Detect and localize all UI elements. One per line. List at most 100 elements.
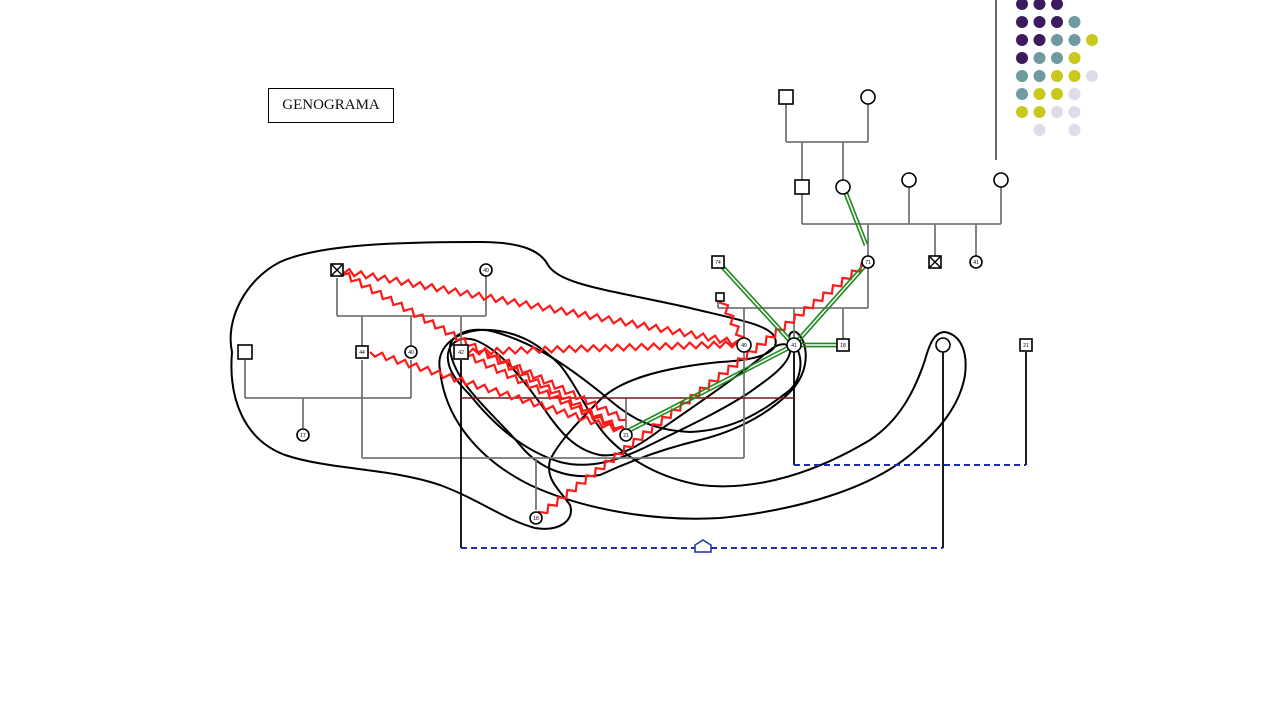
close-relation-line (840, 186, 866, 246)
decor-dot (1068, 34, 1081, 46)
person-age-label: 42 (458, 350, 464, 356)
close-relation-line (718, 260, 796, 345)
female-person-symbol: 71 (861, 255, 875, 269)
decor-dot (1051, 106, 1063, 118)
close-relation-line (843, 185, 869, 245)
decor-dot (1033, 0, 1046, 10)
middle-family-boundary (448, 328, 807, 478)
person-age-label: 40 (741, 343, 747, 349)
decor-dot (1033, 88, 1046, 100)
conflict-relation-line (718, 295, 746, 345)
decor-dot (1051, 52, 1063, 64)
conflict-relation-line (460, 339, 745, 357)
decor-dot (1068, 70, 1081, 82)
person-age-label: 21 (623, 433, 629, 439)
decor-dot (1016, 34, 1028, 46)
female-person-symbol: 40 (404, 345, 418, 359)
outer-right-boundary (438, 328, 967, 520)
conflict-relation-line (460, 351, 627, 433)
male-person-symbol (330, 263, 344, 277)
conflict-relation-line (336, 267, 745, 347)
close-relations (624, 185, 870, 435)
person-age-label: 71 (865, 260, 871, 266)
person-age-label: 21 (1023, 343, 1029, 349)
female-person-symbol: 17 (296, 428, 310, 442)
person-symbols: 40 44 40 42 17 21 18 74 71 41 40 41 18 21 (237, 89, 1033, 525)
close-relation-line (716, 262, 794, 347)
female-person-symbol: 41 (969, 255, 983, 269)
family-boundaries (229, 240, 967, 530)
male-person-symbol: 74 (711, 255, 725, 269)
male-person-symbol (237, 344, 253, 360)
kinship-lines (244, 103, 1027, 548)
male-person-symbol: 44 (355, 345, 369, 359)
female-person-symbol (935, 337, 951, 353)
decor-dot (1086, 34, 1098, 46)
female-person-symbol: 40 (479, 263, 493, 277)
decor-dot (1016, 106, 1028, 118)
decor-dot (1051, 34, 1063, 46)
conflict-relation-line (369, 351, 627, 433)
male-person-symbol (928, 255, 942, 269)
decor-dot (1068, 52, 1081, 64)
genogram-title: GENOGRAMA (282, 97, 380, 113)
conflict-relations (336, 260, 869, 519)
person-age-label: 40 (408, 350, 414, 356)
person-age-label: 40 (483, 268, 489, 274)
close-relation-line (792, 260, 868, 345)
decor-dot (1068, 106, 1081, 118)
decor-dot (1086, 70, 1098, 82)
male-person-symbol: 18 (836, 338, 850, 352)
decor-dot (1051, 0, 1063, 10)
female-person-symbol: 40 (736, 337, 752, 353)
male-person-symbol (778, 89, 794, 105)
left-family-boundary (229, 240, 777, 530)
male-person-symbol: 21 (1019, 338, 1033, 352)
decor-dot (1033, 70, 1046, 82)
person-age-label: 74 (715, 260, 721, 266)
separation-lines (461, 464, 1026, 549)
decor-dot (1033, 124, 1046, 136)
decor-dot (1051, 70, 1063, 82)
female-person-symbol: 41 (786, 337, 802, 353)
decor-dot (1016, 52, 1028, 64)
person-age-label: 18 (533, 516, 539, 522)
pregnancy-icon (694, 539, 712, 553)
decor-dot (1068, 124, 1081, 136)
person-age-label: 18 (840, 343, 846, 349)
male-person-symbol: 42 (453, 344, 469, 360)
decor-dot (1051, 88, 1063, 100)
decor-dot (1016, 0, 1028, 10)
female-person-symbol (835, 179, 851, 195)
conflict-relation-line (485, 351, 627, 422)
person-age-label: 41 (973, 260, 979, 266)
genogram-title-box: GENOGRAMA (268, 88, 394, 123)
decorative-dot-grid (995, 0, 1098, 160)
decor-dot (1033, 52, 1046, 64)
close-relation-line (626, 345, 796, 435)
inner-family-boundary (446, 337, 792, 466)
decor-dot (1068, 88, 1081, 100)
close-relation-line (794, 262, 870, 347)
conflict-relation-line (535, 260, 869, 519)
decor-dot (1033, 16, 1046, 28)
male-person-symbol (715, 292, 725, 302)
male-person-symbol (794, 179, 810, 195)
decor-dot (1068, 16, 1081, 28)
decor-dot (1016, 16, 1028, 28)
female-person-symbol (993, 172, 1009, 188)
decor-dot (1016, 70, 1028, 82)
person-age-label: 17 (300, 433, 306, 439)
female-person-symbol: 21 (619, 428, 633, 442)
female-person-symbol (901, 172, 917, 188)
decor-dot (1051, 16, 1063, 28)
female-person-symbol (860, 89, 876, 105)
close-relation-line (624, 342, 794, 432)
female-person-symbol: 18 (529, 511, 543, 525)
person-age-label: 44 (359, 350, 365, 356)
person-age-label: 41 (791, 343, 797, 349)
decor-dot (1033, 106, 1046, 118)
decor-dot (1033, 34, 1046, 46)
